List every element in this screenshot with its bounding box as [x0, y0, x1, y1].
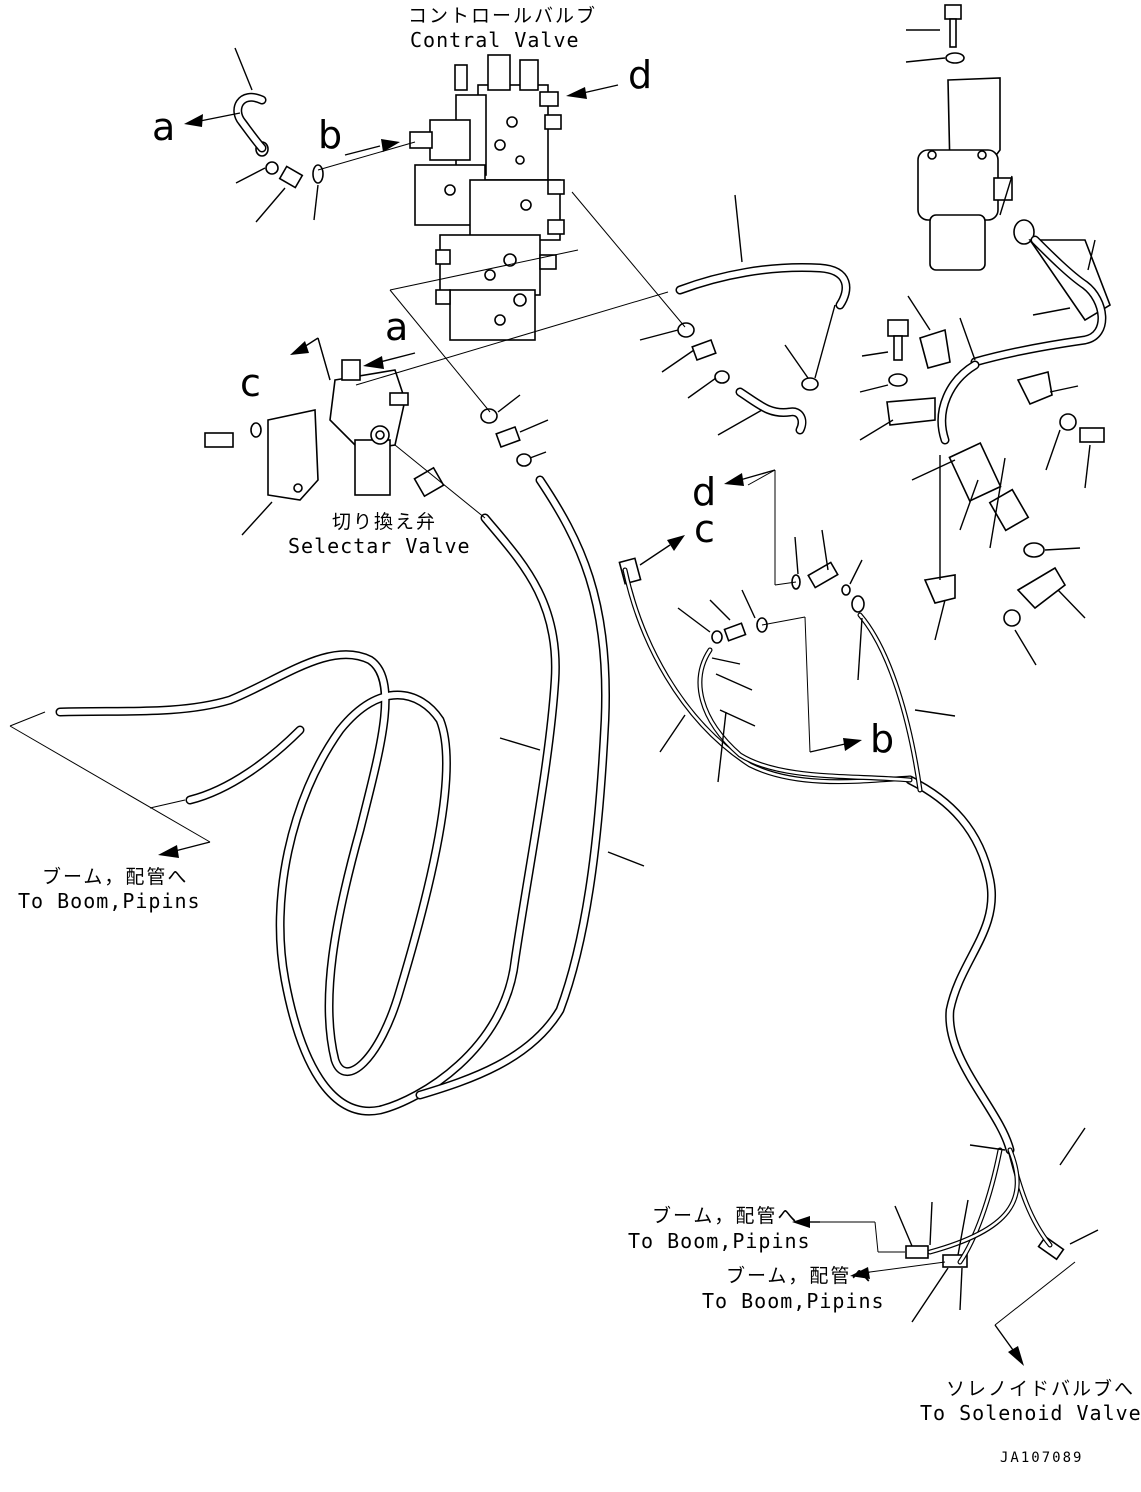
arrows — [158, 84, 1024, 1366]
selector-valve — [204, 359, 445, 501]
boom-piping-left-label-jp: ブーム，配管へ — [42, 865, 188, 888]
connection-letters: a b d c a d c b — [152, 53, 894, 761]
solenoid-valve-label-en: To Solenoid Valve — [920, 1401, 1141, 1425]
letter-c-left: c — [240, 361, 261, 405]
boom-piping-left-label-en: To Boom,Pipins — [18, 889, 201, 913]
letter-a-top: a — [152, 105, 175, 149]
letter-a-mid: a — [385, 305, 408, 349]
leader-lines — [9, 29, 1099, 1326]
boom-piping-mid1-label-jp: ブーム，配管へ — [652, 1204, 798, 1227]
selector-valve-label-jp: 切り換え弁 — [332, 511, 437, 533]
selector-valve-label-en: Selectar Valve — [288, 534, 471, 558]
hoses — [55, 93, 1107, 1155]
letter-b-mid: b — [870, 717, 894, 761]
fittings — [255, 141, 1065, 1268]
letter-c-mid: c — [694, 507, 715, 551]
boom-piping-mid1-label-en: To Boom,Pipins — [628, 1229, 811, 1253]
letter-d-top: d — [628, 53, 652, 97]
control-valve-label-jp: コントロールバルブ — [408, 4, 597, 27]
tubes — [622, 567, 1053, 1265]
letter-b-top: b — [318, 113, 342, 157]
control-valve — [409, 54, 565, 341]
letter-d-mid: d — [692, 470, 716, 514]
boom-piping-mid2-label-en: To Boom,Pipins — [702, 1289, 885, 1313]
text-labels: コントロールバルブ Contral Valve 切り換え弁 Selectar V… — [18, 4, 1141, 1466]
solenoid-valve-label-jp: ソレノイドバルブへ — [946, 1377, 1135, 1400]
boom-piping-mid2-label-jp: ブーム，配管へ — [726, 1264, 872, 1287]
control-valve-label-en: Contral Valve — [410, 28, 580, 52]
drawing-code: JA107089 — [1000, 1450, 1083, 1466]
